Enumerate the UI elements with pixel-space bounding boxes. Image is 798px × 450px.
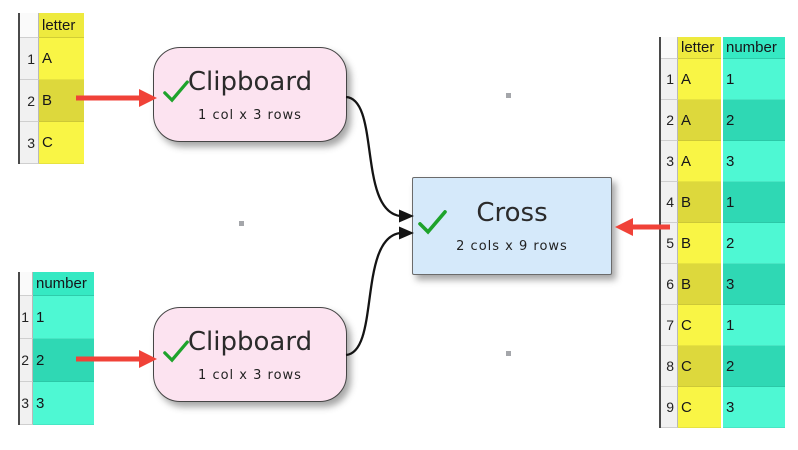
row-number: 6 — [661, 264, 678, 305]
row-number: 3 — [20, 382, 33, 425]
grid-dot — [239, 221, 244, 226]
table-cell: 2 — [723, 100, 785, 141]
row-number: 3 — [661, 141, 678, 182]
row-number: 8 — [661, 346, 678, 387]
grid-dot — [506, 351, 511, 356]
table-cell: 2 — [33, 339, 94, 382]
row-number-header — [20, 13, 39, 38]
success-checkmark-icon — [418, 208, 448, 240]
table-cell: B — [39, 80, 84, 122]
node-size-label: 2 cols x 9 rows — [456, 239, 568, 254]
grid-dot — [506, 93, 511, 98]
table-cell: A — [39, 38, 84, 80]
row-number-header — [661, 37, 678, 59]
column-header-letter: letter — [678, 37, 721, 59]
table-cell: C — [678, 387, 721, 428]
table-cell: B — [678, 223, 721, 264]
row-number: 2 — [661, 100, 678, 141]
column-header-letter: letter — [39, 13, 84, 38]
cross-node[interactable]: Cross 2 cols x 9 rows — [412, 177, 612, 275]
table-cell: 1 — [723, 305, 785, 346]
node-title: Clipboard — [187, 326, 313, 357]
table-cell: 3 — [723, 387, 785, 428]
column-header-number: number — [33, 272, 94, 296]
row-number: 1 — [661, 59, 678, 100]
annotation-arrow-letter-to-clipboard1 — [76, 89, 157, 107]
column-header-number: number — [723, 37, 785, 59]
row-number: 1 — [20, 38, 39, 80]
connector-clipboard2-to-cross[interactable] — [345, 226, 414, 357]
row-number: 5 — [661, 223, 678, 264]
table-cell: A — [678, 59, 721, 100]
row-number: 4 — [661, 182, 678, 223]
clipboard-node-2[interactable]: Clipboard 1 col x 3 rows — [153, 307, 347, 402]
table-cell: 1 — [723, 182, 785, 223]
node-title: Clipboard — [187, 66, 313, 97]
table-cell: 1 — [33, 296, 94, 339]
table-cell: 2 — [723, 223, 785, 264]
table-cell: B — [678, 264, 721, 305]
row-number: 2 — [20, 339, 33, 382]
table-cell: C — [39, 122, 84, 164]
table-cell: 2 — [723, 346, 785, 387]
success-checkmark-icon — [163, 79, 190, 108]
node-size-label: 1 col x 3 rows — [198, 107, 302, 123]
table-cell: 1 — [723, 59, 785, 100]
success-checkmark-icon — [163, 339, 190, 368]
table-cell: 3 — [723, 141, 785, 182]
row-number: 9 — [661, 387, 678, 428]
table-cell: C — [678, 305, 721, 346]
table-cell: 3 — [33, 382, 94, 425]
table-cell: 3 — [723, 264, 785, 305]
connector-clipboard1-to-cross[interactable] — [345, 95, 414, 223]
row-number: 1 — [20, 296, 33, 339]
row-number-header — [20, 272, 33, 296]
table-cell: A — [678, 100, 721, 141]
table-cell: C — [678, 346, 721, 387]
node-size-label: 1 col x 3 rows — [198, 367, 302, 383]
clipboard-node-1[interactable]: Clipboard 1 col x 3 rows — [153, 47, 347, 142]
row-number: 2 — [20, 80, 39, 122]
table-cell: B — [678, 182, 721, 223]
row-number: 3 — [20, 122, 39, 164]
row-number: 7 — [661, 305, 678, 346]
table-cell: A — [678, 141, 721, 182]
node-title: Cross — [476, 198, 548, 228]
